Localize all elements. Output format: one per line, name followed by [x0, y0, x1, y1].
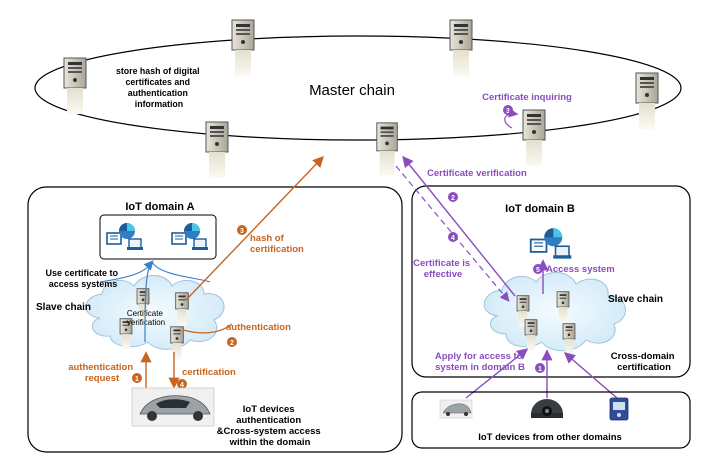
car-device-icon [439, 399, 473, 419]
other-devices-label: IoT devices from other domains [478, 432, 622, 443]
other-devices-box [411, 391, 691, 449]
iot-domain-b-box [411, 185, 691, 378]
apply-arrow-car [465, 348, 529, 399]
authentication-label: authentication [226, 322, 291, 333]
slave-server-icon [524, 319, 538, 351]
sensor-device-icon [609, 397, 629, 421]
svg-text:4: 4 [180, 382, 184, 389]
domain-a-systems-box [99, 214, 217, 260]
master-server-icon [205, 121, 229, 179]
apply-access-label: Apply for access to system in domain B [435, 351, 525, 373]
domain-a-title: IoT domain A [125, 201, 194, 213]
svg-text:3: 3 [240, 228, 244, 235]
master-server-icon [449, 19, 473, 77]
svg-text:1: 1 [135, 376, 139, 383]
authentication-arrow [182, 323, 233, 334]
domain-b-title: IoT domain B [505, 203, 575, 215]
apply-arrow-sensor [563, 352, 618, 399]
system-app-icon [106, 222, 144, 251]
step-badge-b5 [533, 264, 543, 274]
verification-arrow [402, 155, 516, 297]
svg-text:5: 5 [536, 267, 540, 274]
slave-chain-b-label: Slave chain [608, 294, 663, 305]
hash-certification-label: hash of certification [250, 233, 304, 255]
slave-chain-a-label: Slave chain [36, 302, 91, 313]
master-server-icon [231, 19, 255, 77]
svg-text:2: 2 [230, 340, 234, 347]
step-badge-a1 [132, 373, 142, 383]
master-server-icon [63, 57, 87, 115]
hash-upload-arrow [185, 155, 324, 301]
access-branch-right [151, 261, 211, 283]
use-cert-label: Use certificate to access systems [45, 268, 120, 289]
step-badge-a2 [227, 337, 237, 347]
cert-inquiring-label: Certificate inquiring [482, 92, 572, 103]
camera-device-icon [531, 399, 563, 418]
step-badge-b2 [448, 192, 458, 202]
slave-server-icon [175, 292, 189, 326]
auth-request-label: authentication request [68, 362, 136, 384]
store-hash-note: store hash of digital certificates and a… [116, 66, 202, 109]
slave-server-icon [562, 323, 576, 355]
access-system-label: Access system [546, 264, 615, 275]
slave-chain-cloud-b [483, 272, 626, 352]
cert-verification-b-label: Certificate verification [427, 168, 527, 179]
cert-verification-a-label: Certificate verification [127, 309, 165, 327]
inquiry-loop-arrow [504, 108, 519, 129]
svg-text:1: 1 [538, 366, 542, 373]
cert-effective-label: Certificate is effective [413, 258, 473, 280]
slave-server-icon [556, 291, 570, 323]
iot-domain-a-box [27, 186, 403, 453]
svg-text:3: 3 [506, 108, 510, 115]
master-chain-title: Master chain [309, 82, 395, 99]
devices-a-note: IoT devices authentication &Cross-system… [217, 404, 324, 448]
master-chain-ring [34, 35, 682, 141]
effective-arrow [395, 165, 510, 302]
cross-domain-label: Cross-domain certification [611, 351, 678, 373]
step-badge-b1 [535, 363, 545, 373]
master-server-icon [635, 72, 659, 130]
step-badge-b4 [448, 232, 458, 242]
slave-server-icon [170, 326, 184, 360]
step-badge-a4 [177, 379, 187, 389]
access-branch-left [99, 261, 153, 283]
master-server-icon [376, 122, 398, 176]
step-badge-a3 [237, 225, 247, 235]
svg-text:2: 2 [451, 195, 455, 202]
master-server-icon [522, 109, 546, 167]
car-device-icon [131, 387, 215, 427]
certification-label: certification [182, 367, 236, 378]
system-app-icon [171, 222, 209, 251]
system-app-icon [529, 227, 573, 260]
svg-text:4: 4 [451, 235, 455, 242]
